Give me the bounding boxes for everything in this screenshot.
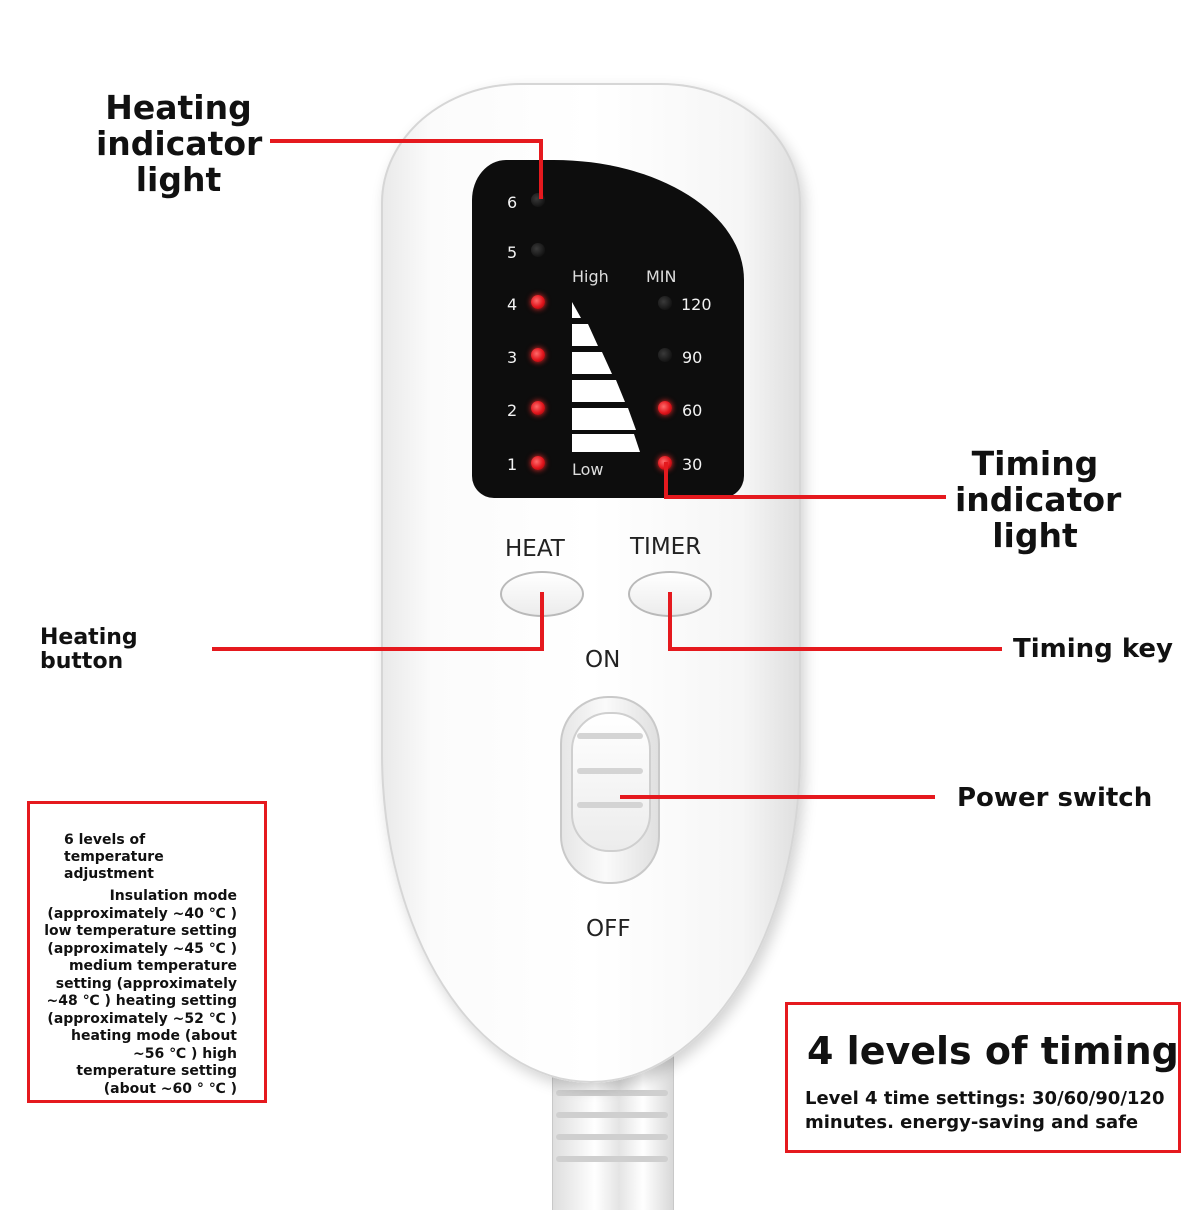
heat-led-4 <box>531 295 545 309</box>
leader-line <box>668 592 672 650</box>
cable-ridge <box>556 1090 668 1096</box>
timing-levels-box: 4 levels of timing Level 4 time settings… <box>785 1002 1181 1153</box>
heat-level-number: 3 <box>507 348 518 367</box>
timer-led-60 <box>658 401 672 415</box>
low-label: Low <box>572 460 604 479</box>
timer-led-90 <box>658 348 672 362</box>
timing-levels-title: 4 levels of timing <box>807 1029 1179 1073</box>
cable-ridge <box>556 1156 668 1162</box>
heat-level-number: 4 <box>507 295 518 314</box>
min-label: MIN <box>646 267 677 286</box>
heat-led-2 <box>531 401 545 415</box>
leader-line <box>664 462 668 498</box>
timing-indicator-light-label: Timing indicator light <box>955 444 1122 555</box>
leader-line <box>212 647 544 651</box>
temperature-levels-title: 6 levels of temperature adjustment <box>64 832 164 882</box>
cable-ridge <box>556 1134 668 1140</box>
switch-grip-groove <box>577 733 643 739</box>
timing-levels-description: Level 4 time settings: 30/60/90/120 minu… <box>805 1088 1165 1133</box>
timer-level-number: 120 <box>681 295 712 314</box>
leader-line <box>539 139 543 199</box>
temperature-levels-box: 6 levels of temperature adjustment Insul… <box>27 801 267 1103</box>
timer-button-label: TIMER <box>630 534 702 560</box>
temperature-levels-description: Insulation mode (approximately ~40 ℃ ) l… <box>44 888 237 1097</box>
high-label: High <box>572 267 609 286</box>
leader-line <box>540 592 544 650</box>
heat-level-number: 1 <box>507 455 518 474</box>
heat-led-5 <box>531 243 545 257</box>
power-switch-label: Power switch <box>957 783 1153 813</box>
on-label: ON <box>585 647 621 673</box>
heat-led-1 <box>531 456 545 470</box>
heat-level-number: 2 <box>507 401 518 420</box>
heat-button-label: HEAT <box>505 536 565 562</box>
leader-line <box>664 495 946 499</box>
off-label: OFF <box>586 916 631 942</box>
timer-led-120 <box>658 296 672 310</box>
heat-intensity-ramp-icon <box>572 302 640 452</box>
timer-level-number: 60 <box>682 401 703 420</box>
cable-ridge <box>556 1112 668 1118</box>
switch-grip-groove <box>577 802 643 808</box>
leader-line <box>270 139 542 143</box>
heating-indicator-light-label: Heating indicator light <box>96 88 263 199</box>
timing-key-label: Timing key <box>1013 634 1173 664</box>
heat-led-3 <box>531 348 545 362</box>
heat-level-number: 6 <box>507 193 518 212</box>
heating-button-label: Heating button <box>40 625 138 674</box>
timer-level-number: 30 <box>682 455 703 474</box>
switch-grip-groove <box>577 768 643 774</box>
timer-level-number: 90 <box>682 348 703 367</box>
leader-line <box>668 647 1002 651</box>
leader-line <box>620 795 935 799</box>
heat-level-number: 5 <box>507 243 518 262</box>
